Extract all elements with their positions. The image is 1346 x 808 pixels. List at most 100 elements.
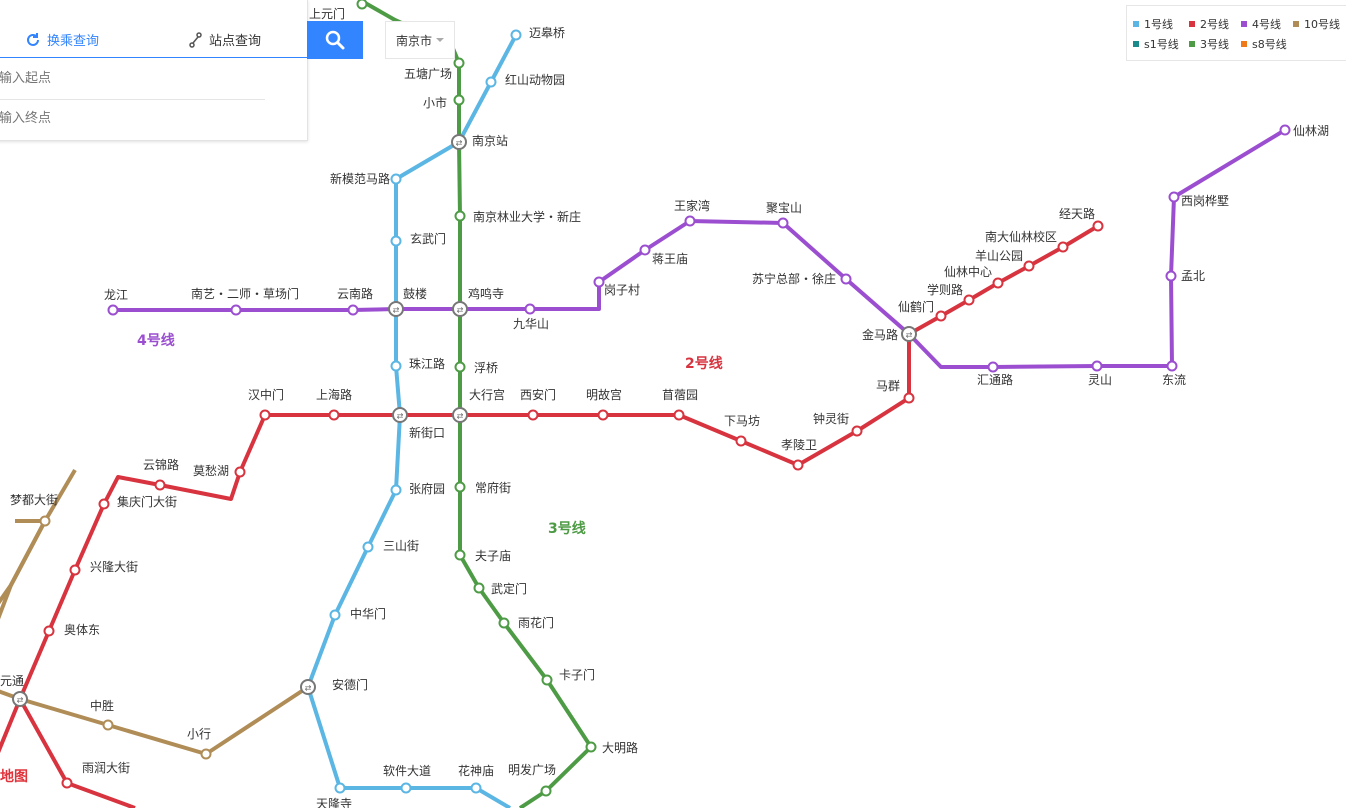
station-label[interactable]: 新模范马路 xyxy=(330,171,390,186)
station-label[interactable]: 卡子门 xyxy=(559,667,595,682)
station-label[interactable]: 孟北 xyxy=(1181,269,1205,283)
station-label[interactable]: 云锦路 xyxy=(143,457,179,472)
station-label[interactable]: 西安门 xyxy=(520,387,556,402)
station-label[interactable]: 软件大道 xyxy=(383,764,431,778)
station-label[interactable]: 苜蓿园 xyxy=(662,388,698,402)
transfer-station-marker[interactable] xyxy=(451,134,467,150)
station-marker[interactable] xyxy=(98,498,110,510)
station-marker[interactable] xyxy=(400,782,412,794)
station-label[interactable]: 下马坊 xyxy=(724,413,760,428)
transfer-station-marker[interactable] xyxy=(392,407,408,423)
station-label[interactable]: 王家湾 xyxy=(674,198,710,213)
transfer-station-marker[interactable] xyxy=(12,691,28,707)
station-marker[interactable] xyxy=(593,276,605,288)
station-marker[interactable] xyxy=(987,361,999,373)
station-marker[interactable] xyxy=(1279,124,1291,136)
station-marker[interactable] xyxy=(1168,191,1180,203)
station-label[interactable]: 夫子庙 xyxy=(475,549,511,563)
transfer-station-marker[interactable] xyxy=(901,326,917,342)
station-label[interactable]: 安德门 xyxy=(332,677,368,692)
station-label[interactable]: 小市 xyxy=(423,95,447,110)
station-marker[interactable] xyxy=(390,360,402,372)
station-label[interactable]: 龙江 xyxy=(104,288,128,302)
station-marker[interactable] xyxy=(684,215,696,227)
station-marker[interactable] xyxy=(470,782,482,794)
station-marker[interactable] xyxy=(43,625,55,637)
station-label[interactable]: 三山街 xyxy=(383,539,419,553)
station-label[interactable]: 明故宫 xyxy=(586,387,622,402)
station-label[interactable]: 大明路 xyxy=(602,740,638,755)
station-label[interactable]: 仙林中心 xyxy=(944,264,992,279)
station-marker[interactable] xyxy=(992,277,1004,289)
station-marker[interactable] xyxy=(154,479,166,491)
station-marker[interactable] xyxy=(69,564,81,576)
station-marker[interactable] xyxy=(390,484,402,496)
station-marker[interactable] xyxy=(328,409,340,421)
transfer-station-marker[interactable] xyxy=(388,301,404,317)
station-marker[interactable] xyxy=(541,674,553,686)
station-label[interactable]: 浮桥 xyxy=(474,361,498,375)
legend-item-line-3[interactable]: 3号线 xyxy=(1189,36,1229,52)
station-label[interactable]: 集庆门大街 xyxy=(117,494,177,509)
station-marker[interactable] xyxy=(102,719,114,731)
station-label[interactable]: 红山动物园 xyxy=(505,72,565,87)
station-label[interactable]: 花神庙 xyxy=(458,763,494,778)
start-input[interactable] xyxy=(0,60,265,98)
station-marker[interactable] xyxy=(61,777,73,789)
station-label[interactable]: 武定门 xyxy=(491,581,527,596)
station-label[interactable]: 南艺・二师・草场门 xyxy=(191,286,299,301)
station-label[interactable]: 梦都大街 xyxy=(10,493,58,507)
station-label[interactable]: 元通 xyxy=(0,674,24,688)
tab-station-query[interactable]: 站点查询 xyxy=(189,30,261,49)
station-label[interactable]: 常府街 xyxy=(475,480,511,495)
station-marker[interactable] xyxy=(230,304,242,316)
station-label[interactable]: 西岗桦墅 xyxy=(1181,193,1229,208)
station-marker[interactable] xyxy=(524,303,536,315)
station-label[interactable]: 奥体东 xyxy=(64,623,100,637)
station-marker[interactable] xyxy=(473,582,485,594)
station-marker[interactable] xyxy=(107,304,119,316)
station-marker[interactable] xyxy=(527,409,539,421)
end-input[interactable] xyxy=(0,100,265,138)
station-label[interactable]: 莫愁湖 xyxy=(193,463,229,478)
station-label[interactable]: 经天路 xyxy=(1059,206,1095,221)
station-marker[interactable] xyxy=(329,609,341,621)
station-label[interactable]: 东流 xyxy=(1162,373,1186,387)
station-marker[interactable] xyxy=(777,217,789,229)
tab-transfer-query[interactable]: 换乘查询 xyxy=(25,30,99,49)
station-label[interactable]: 云南路 xyxy=(337,286,373,301)
station-marker[interactable] xyxy=(510,29,522,41)
station-label[interactable]: 南京站 xyxy=(472,133,508,148)
station-marker[interactable] xyxy=(1023,260,1035,272)
station-marker[interactable] xyxy=(453,94,465,106)
station-marker[interactable] xyxy=(454,481,466,493)
station-label[interactable]: 新街口 xyxy=(409,425,445,440)
station-label[interactable]: 上元门 xyxy=(309,6,345,21)
station-marker[interactable] xyxy=(234,466,246,478)
legend-item-line-10[interactable]: 10号线 xyxy=(1293,16,1340,32)
station-label[interactable]: 灵山 xyxy=(1088,373,1112,387)
city-select[interactable]: 南京市 xyxy=(385,21,455,59)
station-label[interactable]: 汇通路 xyxy=(977,372,1013,387)
station-label[interactable]: 孝陵卫 xyxy=(781,438,817,452)
station-label[interactable]: 兴隆大街 xyxy=(90,559,138,574)
station-marker[interactable] xyxy=(356,0,368,10)
station-marker[interactable] xyxy=(540,785,552,797)
station-label[interactable]: 学则路 xyxy=(927,282,963,297)
station-label[interactable]: 仙鹤门 xyxy=(898,299,934,314)
transfer-station-marker[interactable] xyxy=(452,407,468,423)
transfer-station-marker[interactable] xyxy=(452,301,468,317)
station-marker[interactable] xyxy=(1165,270,1177,282)
station-marker[interactable] xyxy=(851,425,863,437)
station-marker[interactable] xyxy=(453,57,465,69)
station-marker[interactable] xyxy=(673,409,685,421)
station-label[interactable]: 中华门 xyxy=(350,606,386,621)
station-marker[interactable] xyxy=(334,782,346,794)
station-label[interactable]: 上海路 xyxy=(316,387,352,402)
station-marker[interactable] xyxy=(1166,360,1178,372)
station-marker[interactable] xyxy=(347,304,359,316)
station-label[interactable]: 雨润大街 xyxy=(82,761,130,775)
station-label[interactable]: 明发广场 xyxy=(508,762,556,777)
station-label[interactable]: 鼓楼 xyxy=(403,286,427,301)
